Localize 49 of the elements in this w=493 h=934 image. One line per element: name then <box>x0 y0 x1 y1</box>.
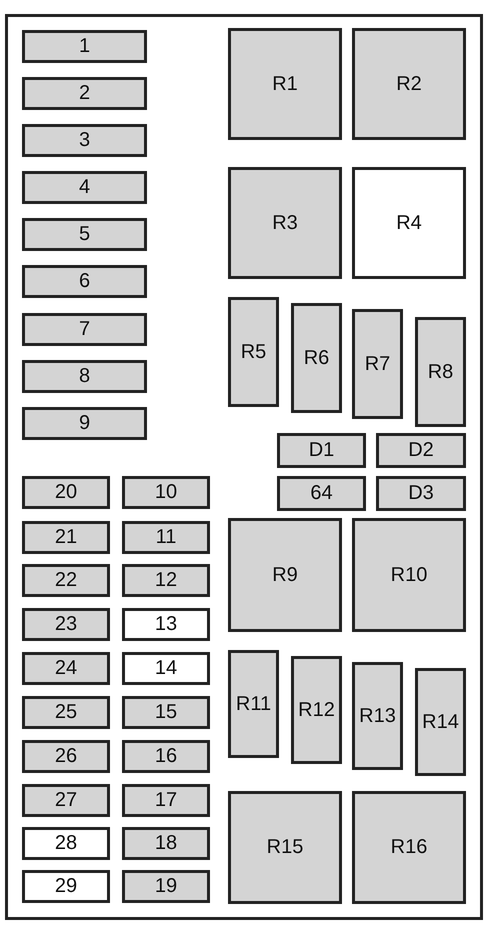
fuse-slot: 6 <box>22 265 147 298</box>
relay-slot: R13 <box>352 662 403 770</box>
fuse-slot: 17 <box>122 784 210 817</box>
relay-slot: R16 <box>352 791 466 904</box>
fuse-slot: 20 <box>22 476 110 509</box>
relay-slot: R12 <box>291 656 342 764</box>
fuse-slot: 5 <box>22 218 147 251</box>
fuse-slot: 1 <box>22 30 147 63</box>
relay-slot: R8 <box>415 317 466 427</box>
fuse-slot: 9 <box>22 407 147 440</box>
relay-slot: R1 <box>228 28 342 140</box>
fuse-slot: 15 <box>122 696 210 729</box>
relay-slot: R3 <box>228 167 342 279</box>
fuse-slot: 24 <box>22 652 110 685</box>
relay-slot: R15 <box>228 791 342 904</box>
fuse-slot: 4 <box>22 171 147 204</box>
fuse-slot: 27 <box>22 784 110 817</box>
fuse-slot: 25 <box>22 696 110 729</box>
fuse-slot: 2 <box>22 77 147 110</box>
relay-slot: R11 <box>228 650 279 758</box>
diode-slot: D1 <box>277 433 366 468</box>
fuse-slot: 14 <box>122 652 210 685</box>
fuse-slot: 22 <box>22 564 110 597</box>
fuse-slot: 3 <box>22 124 147 157</box>
fuse-slot: 16 <box>122 740 210 773</box>
fuse-slot: 28 <box>22 827 110 860</box>
fuse-slot: 19 <box>122 870 210 903</box>
fuse-slot: 21 <box>22 521 110 554</box>
relay-slot: R9 <box>228 518 342 632</box>
fuse-slot: 10 <box>122 476 210 509</box>
fuse-slot: 23 <box>22 608 110 641</box>
relay-slot: R4 <box>352 167 466 279</box>
fuse-slot: 12 <box>122 564 210 597</box>
fuse-slot: 13 <box>122 608 210 641</box>
diode-slot: D3 <box>376 476 466 511</box>
relay-slot: R10 <box>352 518 466 632</box>
fuse-slot: 29 <box>22 870 110 903</box>
relay-slot: R6 <box>291 303 342 413</box>
fuse-slot: 7 <box>22 313 147 346</box>
relay-slot: R14 <box>415 668 466 776</box>
fuse-slot: 26 <box>22 740 110 773</box>
relay-slot: R7 <box>352 309 403 419</box>
fuse-slot: 8 <box>22 360 147 393</box>
fuse-slot: 18 <box>122 827 210 860</box>
fuse-slot: 11 <box>122 521 210 554</box>
relay-slot: R2 <box>352 28 466 140</box>
fuse-slot: 64 <box>277 476 366 511</box>
diode-slot: D2 <box>376 433 466 468</box>
relay-slot: R5 <box>228 297 279 407</box>
